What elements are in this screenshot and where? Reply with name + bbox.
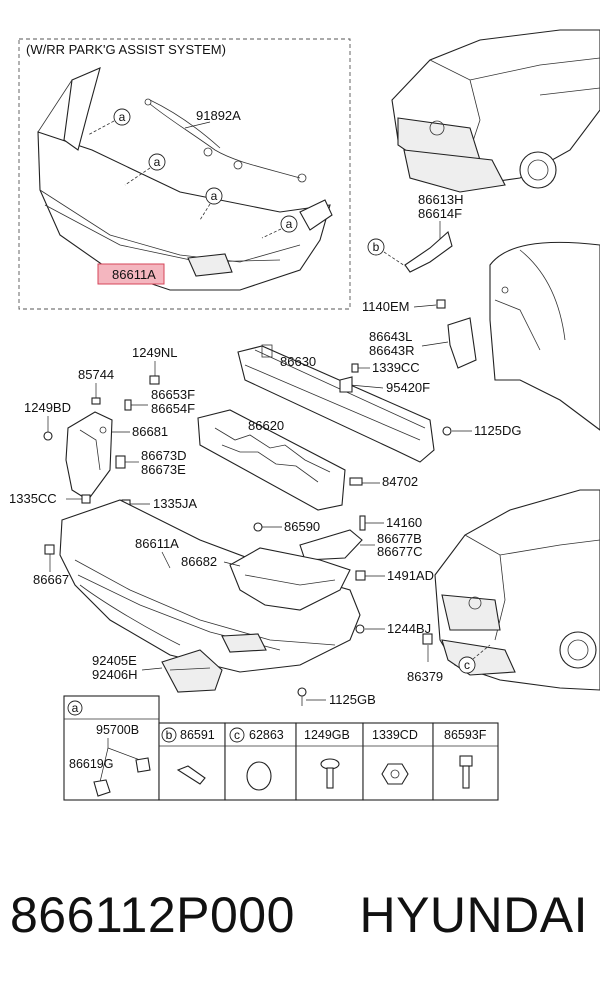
label-1249NL: 1249NL [132, 345, 178, 360]
reinforcement-beam-86630 [237, 344, 435, 463]
label-86620: 86620 [248, 418, 284, 433]
svg-text:c: c [464, 658, 470, 672]
label-86682: 86682 [181, 554, 217, 569]
label-86614F: 86614F [418, 206, 462, 221]
svg-text:a: a [119, 110, 126, 124]
reflector-92405E [161, 649, 223, 693]
label-1491AD: 1491AD [387, 568, 434, 583]
label-85744: 85744 [78, 367, 114, 382]
label-86673D: 86673D [141, 448, 187, 463]
label-1125GB: 1125GB [329, 692, 376, 707]
label-86673E: 86673E [141, 462, 186, 477]
callout-a-4: a [280, 215, 298, 233]
legend-part-86593F: 86593F [444, 728, 487, 742]
legend-part-86591: 86591 [180, 728, 215, 742]
label-1125DG: 1125DG [474, 423, 521, 438]
label-86643L: 86643L [369, 329, 412, 344]
label-86677B: 86677B [377, 531, 422, 546]
legend-cell-b: b 86591 [161, 727, 215, 785]
inset-frame [18, 38, 351, 310]
label-14160: 14160 [386, 515, 422, 530]
side-bracket-86681 [65, 411, 113, 501]
label-86613H: 86613H [418, 192, 464, 207]
legend-cell-a: a 95700B 86619G [67, 700, 151, 797]
highlight-86611A [97, 263, 165, 285]
label-86590: 86590 [284, 519, 320, 534]
label-1335JA: 1335JA [153, 496, 197, 511]
legend-part-95700B: 95700B [96, 723, 139, 737]
bumper-cover-86611A [59, 499, 361, 673]
label-86643R: 86643R [369, 343, 415, 358]
label-1335CC: 1335CC [9, 491, 57, 506]
callout-b: b [367, 238, 385, 256]
label-86681: 86681 [132, 424, 168, 439]
callout-a-1: a [113, 108, 131, 126]
label-1339CC: 1339CC [372, 360, 420, 375]
svg-text:a: a [72, 701, 79, 715]
callout-a-3: a [205, 187, 223, 205]
label-84702: 84702 [382, 474, 418, 489]
legend-part-1339CD: 1339CD [372, 728, 418, 742]
label-91892A: 91892A [196, 108, 241, 123]
label-95420F: 95420F [386, 380, 430, 395]
label-92406H: 92406H [92, 667, 138, 682]
callout-a-2: a [148, 153, 166, 171]
svg-text:b: b [373, 240, 380, 254]
label-86611A-inset: 86611A [112, 267, 156, 282]
legend-part-62863: 62863 [249, 728, 284, 742]
label-86379: 86379 [407, 669, 443, 684]
legend-cell-c: c 62863 [229, 727, 284, 791]
energy-absorber-86620 [197, 409, 346, 511]
brand-name: HYUNDAI [359, 887, 588, 943]
inset-title: (W/RR PARK'G ASSIST SYSTEM) [26, 42, 226, 57]
legend-part-1249GB: 1249GB [304, 728, 350, 742]
legend-part-86619G: 86619G [69, 757, 113, 771]
inset-bumper-drawing [37, 67, 333, 291]
svg-text:b: b [166, 728, 173, 742]
label-86611A-main: 86611A [135, 536, 179, 551]
part-number: 866112P000 [10, 887, 295, 943]
label-86654F: 86654F [151, 401, 195, 416]
svg-text:c: c [234, 728, 240, 742]
vehicle-rear-view-top [391, 29, 600, 193]
svg-text:a: a [211, 189, 218, 203]
label-1244BJ: 1244BJ [387, 621, 431, 636]
svg-text:a: a [286, 217, 293, 231]
label-86667: 86667 [33, 572, 69, 587]
bracket-86643L [447, 317, 477, 369]
legend-cell-f: 86593F [444, 728, 487, 789]
vehicle-rear-view-bottom [434, 489, 600, 691]
svg-text:a: a [154, 155, 161, 169]
label-92405E: 92405E [92, 653, 137, 668]
legend-table [63, 695, 499, 801]
label-1140EM: 1140EM [362, 299, 409, 314]
label-86630: 86630 [280, 354, 316, 369]
label-1249BD: 1249BD [24, 400, 71, 415]
footer: 866112P000 HYUNDAI [0, 880, 600, 950]
legend-cell-e: 1339CD [372, 728, 418, 785]
callout-c: c [458, 656, 476, 674]
bumper-lower-86682 [229, 547, 351, 611]
bracket-86613H [404, 231, 453, 273]
label-86677C: 86677C [377, 544, 423, 559]
vehicle-body-side [489, 241, 600, 431]
legend-cell-d: 1249GB [304, 728, 350, 789]
label-86653F: 86653F [151, 387, 195, 402]
